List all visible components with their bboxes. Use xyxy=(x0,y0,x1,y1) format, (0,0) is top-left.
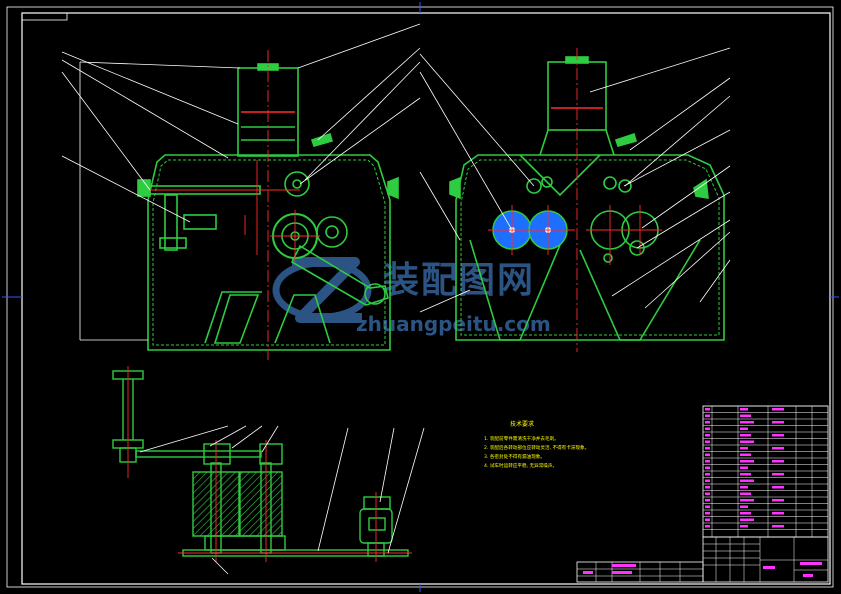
parts-cell-mark xyxy=(772,525,784,528)
parts-cell-mark xyxy=(705,434,710,437)
parts-cell-mark xyxy=(740,479,754,482)
title-cell-mark xyxy=(612,571,632,574)
notes-line-1: 1. 装配前零件需清洗干净并去毛刺。 xyxy=(484,435,559,442)
watermark-url: zhuangpeitu.com xyxy=(356,312,551,336)
notes-line-4: 4. 试车时运转应平稳, 无异常噪声。 xyxy=(484,462,557,469)
parts-cell-mark xyxy=(705,408,710,411)
parts-cell-mark xyxy=(740,466,748,469)
parts-cell-mark xyxy=(705,421,710,424)
parts-cell-mark xyxy=(740,518,754,521)
parts-cell-mark xyxy=(740,486,748,489)
parts-cell-mark xyxy=(772,473,784,476)
parts-cell-mark xyxy=(705,492,710,495)
parts-cell-mark xyxy=(705,460,710,463)
notes-line-3: 3. 各密封处不得有漏油现象。 xyxy=(484,453,545,460)
title-cell-mark xyxy=(612,564,636,567)
parts-cell-mark xyxy=(772,447,784,450)
parts-cell-mark xyxy=(705,525,710,528)
parts-cell-mark xyxy=(705,447,710,450)
parts-cell-mark xyxy=(740,447,748,450)
parts-cell-mark xyxy=(772,486,784,489)
parts-cell-mark xyxy=(740,473,751,476)
title-cell-mark xyxy=(763,566,775,569)
parts-cell-mark xyxy=(705,505,710,508)
zp-logo-icon xyxy=(272,257,372,323)
parts-cell-mark xyxy=(705,414,710,417)
watermark: 装配图网 zhuangpeitu.com xyxy=(272,257,551,336)
title-cell-mark xyxy=(583,571,593,574)
parts-cell-mark xyxy=(772,408,784,411)
side-view-leaders xyxy=(419,47,731,313)
parts-cell-mark xyxy=(705,512,710,515)
transmission-view xyxy=(112,370,409,557)
title-cell-mark xyxy=(800,562,822,565)
title-cell-mark xyxy=(803,574,813,577)
parts-cell-mark xyxy=(705,473,710,476)
parts-cell-mark xyxy=(740,414,751,417)
parts-cell-mark xyxy=(740,460,754,463)
parts-cell-mark xyxy=(740,525,748,528)
parts-cell-mark xyxy=(740,453,751,456)
parts-cell-mark xyxy=(772,421,784,424)
parts-cell-mark xyxy=(772,460,784,463)
title-block xyxy=(576,536,829,583)
parts-cell-mark xyxy=(740,492,751,495)
front-view-leaders xyxy=(61,23,421,341)
parts-cell-mark xyxy=(772,512,784,515)
parts-cell-mark xyxy=(772,499,784,502)
parts-cell-mark xyxy=(740,421,754,424)
technical-notes: 技术要求 1. 装配前零件需清洗干净并去毛刺。 2. 装配后各转动部位应转动灵活… xyxy=(484,420,589,469)
parts-cell-mark xyxy=(740,505,748,508)
transmission-leaders xyxy=(139,425,425,575)
parts-cell-mark xyxy=(740,427,748,430)
notes-line-2: 2. 装配后各转动部位应转动灵活, 不得有卡滞现象。 xyxy=(484,444,589,451)
parts-cell-mark xyxy=(705,499,710,502)
side-view-centerlines xyxy=(488,48,662,352)
parts-cell-mark xyxy=(740,499,754,502)
parts-cell-mark xyxy=(740,440,754,443)
parts-cell-mark xyxy=(705,440,710,443)
parts-cell-mark xyxy=(705,453,710,456)
parts-cell-mark xyxy=(705,479,710,482)
parts-cell-mark xyxy=(705,486,710,489)
notes-heading: 技术要求 xyxy=(510,420,534,428)
parts-cell-mark xyxy=(740,434,751,437)
parts-cell-mark xyxy=(740,408,748,411)
front-view-centerlines xyxy=(150,50,320,360)
parts-cell-mark xyxy=(705,518,710,521)
parts-cell-mark xyxy=(772,434,784,437)
parts-cell-mark xyxy=(740,512,751,515)
parts-cell-mark xyxy=(705,466,710,469)
parts-list-table xyxy=(702,405,829,538)
watermark-brand: 装配图网 xyxy=(383,260,535,301)
parts-cell-mark xyxy=(705,427,710,430)
transmission-centerlines xyxy=(127,366,412,562)
